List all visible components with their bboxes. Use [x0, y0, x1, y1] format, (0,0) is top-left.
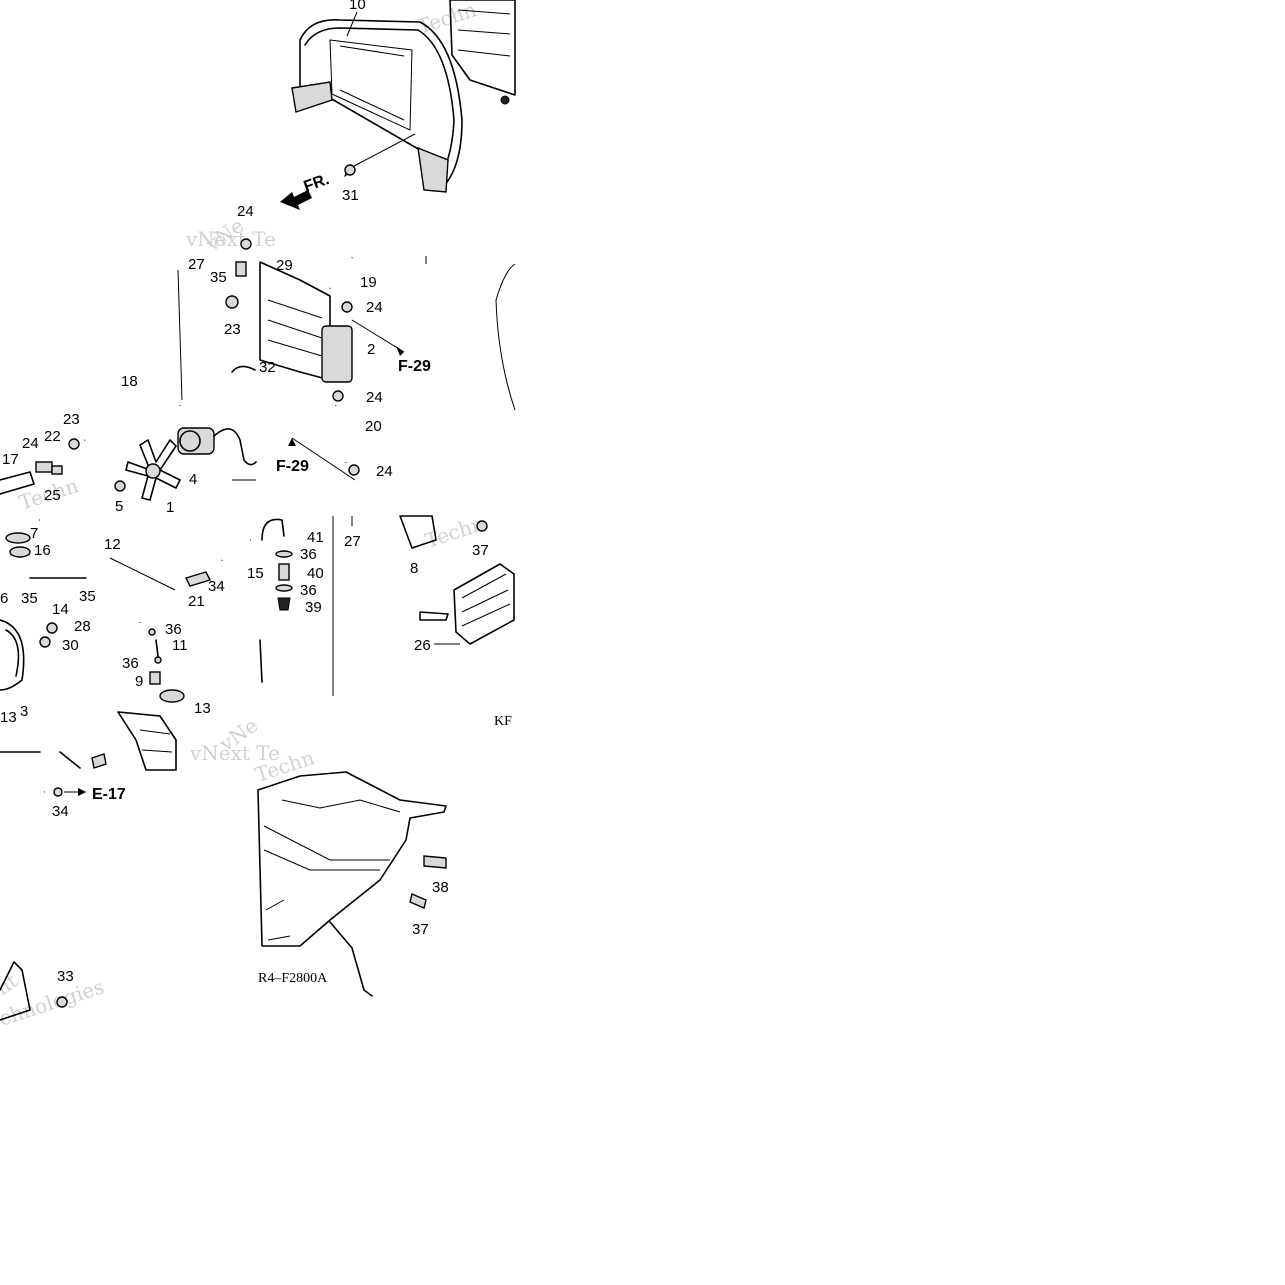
part-number: 4: [189, 471, 197, 488]
part-number: 28: [74, 618, 91, 635]
part-number: 27: [188, 256, 205, 273]
part-number: 24: [366, 389, 383, 406]
part-number: 14: [52, 601, 69, 618]
watermark: vNext Te: [185, 227, 276, 251]
part-number: 1: [166, 499, 174, 516]
part-number: 13: [0, 709, 17, 726]
part-number: 30: [62, 637, 79, 654]
part-number: 3: [20, 703, 28, 720]
front-direction-arrow: FR.: [280, 171, 332, 210]
part-number: 34: [208, 578, 225, 595]
part-number: 15: [247, 565, 264, 582]
part-number: 36: [300, 546, 317, 563]
part-number: 9: [135, 673, 143, 690]
part-number: 29: [276, 257, 293, 274]
part-number: 11: [172, 637, 188, 654]
part-number: 13: [194, 700, 211, 717]
part-number: 17: [2, 451, 19, 468]
part-number: 36: [300, 582, 317, 599]
part-number: 7: [30, 525, 38, 542]
part-number: 31: [342, 187, 359, 204]
part-number: 35: [210, 269, 227, 286]
part-number: 24: [366, 299, 383, 316]
radiator-shroud-illustration: [291, 0, 516, 193]
part-number: 5: [115, 498, 123, 515]
part-number: 35: [21, 590, 38, 607]
reference-f29: F-29: [276, 458, 309, 475]
frame-illustration: [257, 771, 447, 997]
part-number: 10: [349, 0, 366, 13]
watermark: vNext Te: [189, 741, 280, 765]
part-number: 37: [472, 542, 489, 559]
part-number: 19: [360, 274, 377, 291]
part-number: 16: [34, 542, 51, 559]
bracket-illustration: [399, 515, 515, 645]
part-number: 25: [44, 487, 61, 504]
diagram-code: R4–F2800A: [258, 971, 328, 986]
part-number: 6: [0, 590, 8, 607]
part-number: 20: [365, 418, 382, 435]
part-number: 40: [307, 565, 324, 582]
part-number: 36: [165, 621, 182, 638]
part-number: 27: [344, 533, 361, 550]
part-number: 41: [307, 529, 324, 546]
drain-hose-illustration: [0, 787, 86, 1021]
part-number: 23: [63, 411, 80, 428]
fan-and-hose-illustration: [0, 238, 257, 501]
part-number: 34: [52, 803, 69, 820]
part-number: 24: [237, 203, 254, 220]
diagram-code-partial: KF: [494, 714, 512, 729]
part-number: 24: [376, 463, 393, 480]
radiator-illustration: [259, 256, 516, 481]
reference-e17: E-17: [92, 786, 126, 803]
part-number: 38: [432, 879, 449, 896]
part-number: 37: [412, 921, 429, 938]
part-number: 18: [121, 373, 138, 390]
part-number: 24: [22, 435, 39, 452]
part-number: 26: [414, 637, 431, 654]
reference-f29: F-29: [398, 358, 431, 375]
part-number: 39: [305, 599, 322, 616]
part-number: 21: [188, 593, 205, 610]
part-number: 2: [367, 341, 375, 358]
part-number: 12: [104, 536, 121, 553]
part-number: 23: [224, 321, 241, 338]
part-number: 35: [79, 588, 96, 605]
part-number: 36: [122, 655, 139, 672]
siphon-hose-illustration: [259, 516, 353, 696]
watermark: Techn: [414, 0, 479, 39]
reserve-tank-illustration: [0, 517, 251, 771]
part-number: 22: [44, 428, 61, 445]
front-direction-label: FR.: [302, 171, 332, 196]
part-number: 33: [57, 968, 74, 985]
part-number: 8: [410, 560, 418, 577]
